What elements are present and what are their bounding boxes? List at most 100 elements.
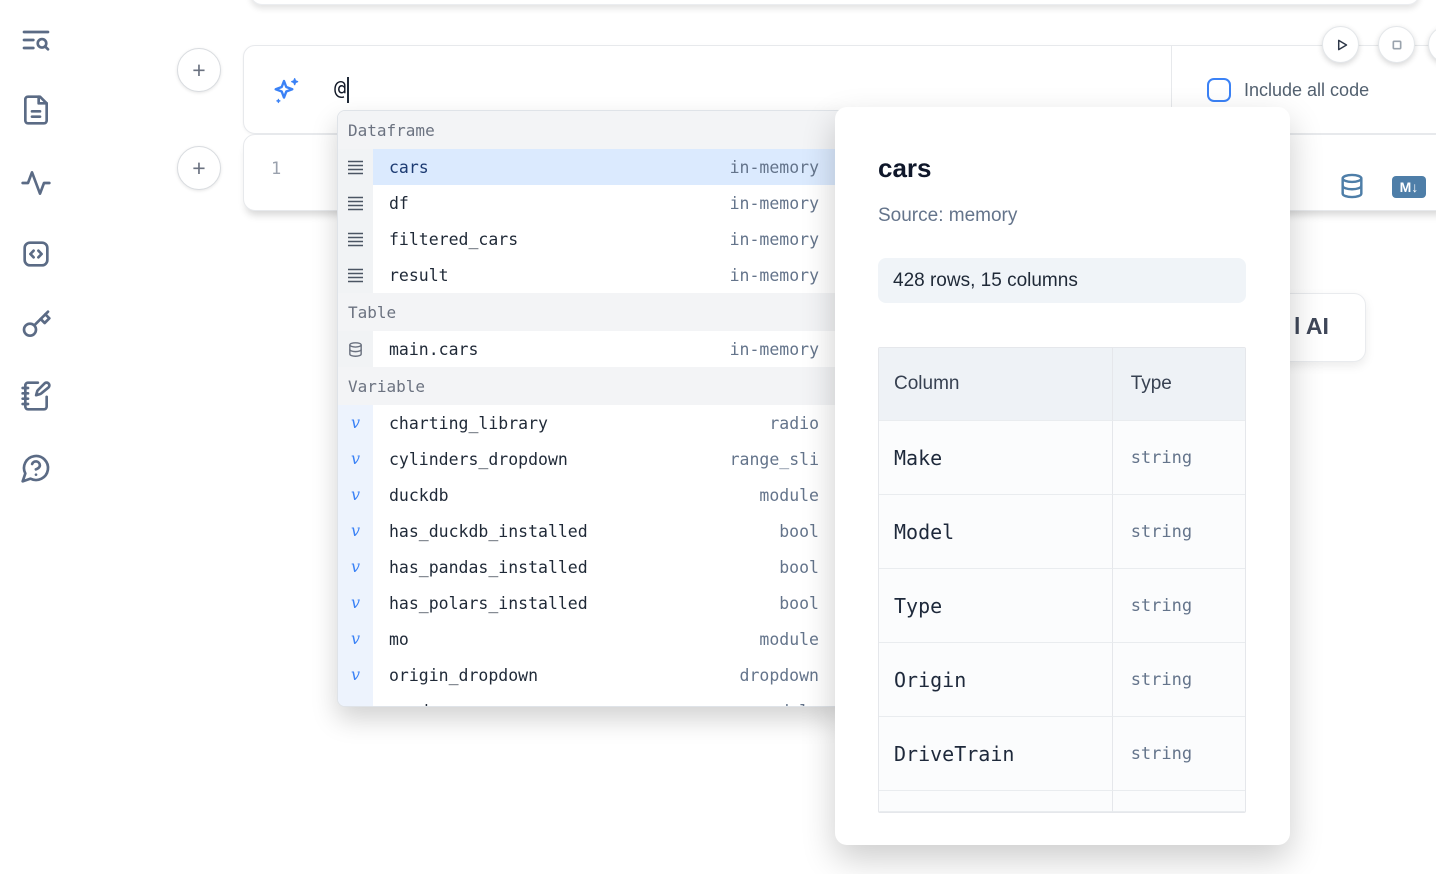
line-number: 1: [271, 159, 282, 179]
column-name: Type: [894, 593, 943, 618]
autocomplete-item-filtered-cars[interactable]: filtered_cars in-memory: [338, 221, 844, 257]
schema-row-drivetrain: DriveTrain string: [879, 717, 1245, 791]
variable-icon: v: [338, 549, 373, 585]
sparkles-ai-icon: [270, 75, 302, 107]
item-name: origin_dropdown: [389, 665, 539, 685]
column-header: Column: [879, 348, 1112, 421]
stop-icon: [1392, 40, 1401, 49]
dataframe-rows-icon: [338, 221, 373, 257]
autocomplete-item-main-cars[interactable]: main.cars in-memory: [338, 331, 844, 367]
autocomplete-item-origin-dropdown[interactable]: v origin_dropdown dropdown: [338, 657, 844, 693]
plus-icon: +: [192, 154, 206, 181]
schema-table: Column Type Make string Model string Typ…: [878, 347, 1246, 813]
item-meta: dropdown: [739, 665, 819, 685]
code-snippets-icon[interactable]: [20, 238, 52, 270]
item-name: cars: [389, 157, 429, 177]
ai-action-label: l AI: [1294, 313, 1329, 339]
item-meta: in-memory: [729, 157, 819, 177]
variable-icon: v: [338, 693, 373, 706]
activity-icon[interactable]: [20, 167, 52, 199]
preview-title: cars: [878, 153, 932, 183]
include-all-code-label: Include all code: [1244, 80, 1370, 100]
text-caret: [347, 76, 350, 103]
schema-header-row: Column Type: [879, 348, 1245, 421]
autocomplete-item-pandas[interactable]: v pandas module: [338, 693, 844, 707]
item-meta: in-memory: [729, 265, 819, 285]
column-type: string: [1130, 743, 1193, 764]
prompt-text: @: [334, 76, 347, 100]
dataframe-preview-panel: cars Source: memory 428 rows, 15 columns…: [835, 107, 1290, 845]
autocomplete-item-has-polars-installed[interactable]: v has_polars_installed bool: [338, 585, 844, 621]
section-header-dataframe: Dataframe: [338, 111, 844, 149]
autocomplete-item-mo[interactable]: v mo module: [338, 621, 844, 657]
schema-row-model: Model string: [879, 495, 1245, 569]
help-chat-icon[interactable]: [20, 452, 52, 484]
column-name: Model: [894, 519, 955, 544]
autocomplete-item-result[interactable]: result in-memory: [338, 257, 844, 293]
include-all-code-checkbox[interactable]: [1207, 78, 1231, 102]
prompt-divider: [1171, 46, 1172, 133]
item-name: has_duckdb_installed: [389, 521, 588, 541]
schema-row-make: Make string: [879, 421, 1245, 495]
shape-badge: 428 rows, 15 columns: [878, 258, 1246, 303]
column-type: string: [1130, 447, 1193, 468]
autocomplete-item-cars[interactable]: cars in-memory: [338, 149, 844, 185]
item-meta: bool: [779, 521, 819, 541]
toc-search-icon[interactable]: [20, 24, 52, 56]
variable-icon: v: [338, 405, 373, 441]
section-header-table: Table: [338, 293, 844, 331]
column-type: string: [1130, 521, 1193, 542]
item-meta: range_sli: [729, 449, 819, 469]
item-name: has_polars_installed: [389, 593, 588, 613]
column-name: Make: [894, 445, 943, 470]
column-name: DriveTrain: [894, 741, 1015, 766]
schema-row-type: Type string: [879, 569, 1245, 643]
dataframe-rows-icon: [338, 185, 373, 221]
item-name: duckdb: [389, 485, 449, 505]
variable-icon: v: [338, 621, 373, 657]
plus-icon: +: [192, 56, 206, 83]
item-name: result: [389, 265, 449, 285]
file-document-icon[interactable]: [20, 94, 52, 126]
dataframe-rows-icon: [338, 149, 373, 185]
section-header-variable: Variable: [338, 367, 844, 405]
item-name: mo: [389, 629, 409, 649]
variable-icon: v: [338, 657, 373, 693]
add-cell-below-button[interactable]: +: [177, 146, 221, 190]
column-name: Origin: [894, 667, 967, 692]
item-meta: in-memory: [729, 193, 819, 213]
add-cell-above-button[interactable]: +: [177, 48, 221, 92]
play-icon: [1337, 39, 1347, 50]
item-meta: module: [747, 702, 819, 707]
schema-row-origin: Origin string: [879, 643, 1245, 717]
autocomplete-item-df[interactable]: df in-memory: [338, 185, 844, 221]
item-name: filtered_cars: [389, 229, 519, 249]
item-name: pandas: [389, 702, 449, 707]
ai-prompt-input[interactable]: @: [334, 76, 350, 103]
key-icon[interactable]: [20, 309, 52, 341]
item-meta: module: [759, 629, 819, 649]
dataframe-rows-icon: [338, 257, 373, 293]
markdown-convert-icon[interactable]: M↓: [1392, 176, 1426, 198]
type-header: Type: [1111, 348, 1245, 421]
item-meta: bool: [779, 593, 819, 613]
run-cell-button[interactable]: [1322, 26, 1359, 63]
datasource-icon[interactable]: [1338, 172, 1366, 200]
previous-cell-edge: [250, 0, 1420, 5]
variable-icon: v: [338, 441, 373, 477]
item-name: charting_library: [389, 413, 548, 433]
item-name: df: [389, 193, 409, 213]
stop-button[interactable]: [1378, 26, 1415, 63]
item-name: main.cars: [389, 339, 479, 359]
item-meta: module: [759, 485, 819, 505]
variable-icon: v: [338, 585, 373, 621]
scratchpad-icon[interactable]: [20, 380, 52, 412]
item-meta: in-memory: [729, 339, 819, 359]
schema-row-partial: [879, 791, 1245, 812]
item-meta: in-memory: [729, 229, 819, 249]
